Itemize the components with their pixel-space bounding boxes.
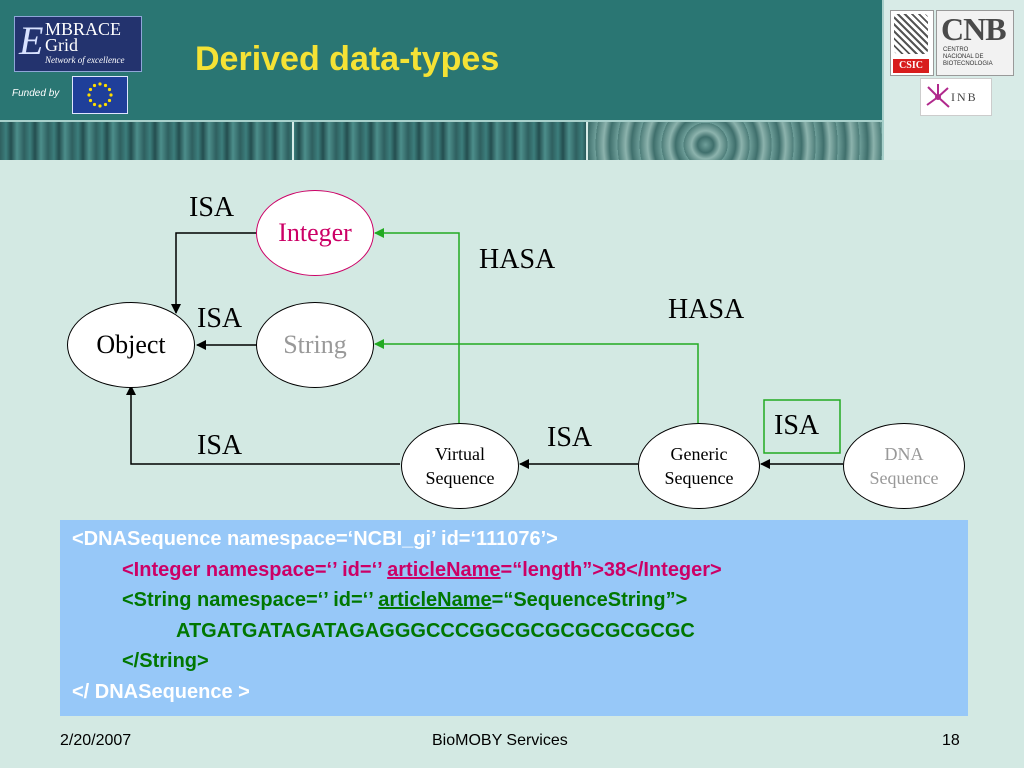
footer-date: 2/20/2007	[60, 732, 132, 749]
embrace-grid-logo: E MBRACE Grid Network of excellence	[14, 16, 142, 72]
generic-line2: Sequence	[664, 468, 734, 488]
csic-logo-icon: CSIC	[890, 10, 934, 76]
node-string: String	[256, 302, 374, 388]
code-text: DNASequence >	[94, 680, 250, 703]
inb-logo-text: INB	[951, 90, 978, 104]
embrace-logo-tagline: Network of excellence	[45, 55, 125, 65]
footer-title: BioMOBY Services	[432, 732, 568, 749]
inb-logo-icon: INB	[920, 78, 992, 116]
code-articlename: articleName	[387, 558, 501, 581]
label-isa-virtual: ISA	[197, 430, 243, 461]
header-divider	[0, 120, 882, 122]
code-line-integer: <Integer namespace=‘’ id=‘’ articleName=…	[72, 555, 956, 586]
dna-line2: Sequence	[869, 468, 939, 488]
label-hasa-integer: HASA	[479, 244, 556, 275]
strip-separator	[292, 122, 294, 160]
label-isa-string: ISA	[197, 303, 243, 334]
virtual-line1: Virtual	[435, 444, 485, 464]
dna-line1: DNA	[884, 444, 924, 464]
hasa-edge-virtual-integer	[374, 228, 460, 423]
csic-label: CSIC	[893, 59, 929, 73]
code-line-dnasequence-close: </ DNASequence >	[72, 677, 956, 708]
code-line-dnasequence-open: <DNASequence namespace=‘NCBI_gi’ id=‘111…	[72, 524, 956, 555]
code-text: </	[72, 680, 95, 703]
code-text: =“SequenceString”>	[491, 589, 688, 611]
code-line-string-close: </String>	[72, 646, 956, 677]
code-text: ATGATGATAGATAGAGGGCCCGGCGCGCGCGCGCGC	[176, 619, 695, 642]
strip-separator	[586, 122, 588, 160]
slide-title: Derived data-types	[195, 40, 500, 78]
node-object: Object	[67, 302, 195, 388]
embrace-logo-letter: E	[19, 18, 44, 63]
footer-page-number: 18	[942, 732, 960, 749]
code-line-sequence: ATGATGATAGATAGAGGGCCCGGCGCGCGCGCGCGC	[72, 616, 956, 647]
diagram-edges	[126, 228, 843, 469]
code-text: <String namespace=‘’ id=‘’	[122, 589, 379, 611]
eu-flag-icon	[72, 76, 128, 114]
virtual-line2: Sequence	[425, 468, 495, 488]
label-isa-generic: ISA	[547, 422, 593, 453]
isa-edge-integer-object	[171, 232, 258, 314]
cnb-logo-icon: CNB CENTRO NACIONAL DE BIOTECNOLOGIA	[936, 10, 1014, 76]
isa-edge-virtual-object	[126, 385, 400, 465]
embrace-logo-line1: MBRACE	[45, 19, 122, 39]
xml-example-box: <DNASequence namespace=‘NCBI_gi’ id=‘111…	[60, 520, 968, 716]
code-text: =“length”>38</Integer>	[500, 558, 722, 581]
header-cell-image	[588, 122, 882, 160]
cnb-logo-text: CNB	[941, 11, 1007, 47]
label-isa-integer: ISA	[189, 192, 235, 223]
code-text: <DNASequence namespace=‘NCBI_gi’ id=‘111…	[72, 528, 558, 550]
node-integer: Integer	[256, 190, 374, 276]
isa-highlight-box	[763, 399, 841, 454]
code-line-string-open: <String namespace=‘’ id=‘’ articleName=“…	[72, 585, 956, 616]
embrace-logo-line2: Grid	[45, 35, 78, 55]
funded-by-label: Funded by	[12, 88, 60, 99]
csic-emblem	[894, 14, 928, 54]
code-articlename: articleName	[378, 589, 492, 611]
hasa-edge-generic-string	[374, 339, 699, 423]
generic-line1: Generic	[670, 444, 728, 464]
label-isa-dna: ISA	[774, 410, 820, 441]
code-text: </String>	[122, 650, 209, 672]
slide-header: E MBRACE Grid Network of excellence Fund…	[0, 0, 1024, 160]
node-dna-sequence: DNA Sequence	[843, 423, 965, 509]
cnb-logo-subtext: CENTRO NACIONAL DE BIOTECNOLOGIA	[943, 47, 993, 67]
label-hasa-string: HASA	[668, 294, 745, 325]
code-text: <Integer namespace=‘’ id=‘’	[122, 558, 388, 581]
